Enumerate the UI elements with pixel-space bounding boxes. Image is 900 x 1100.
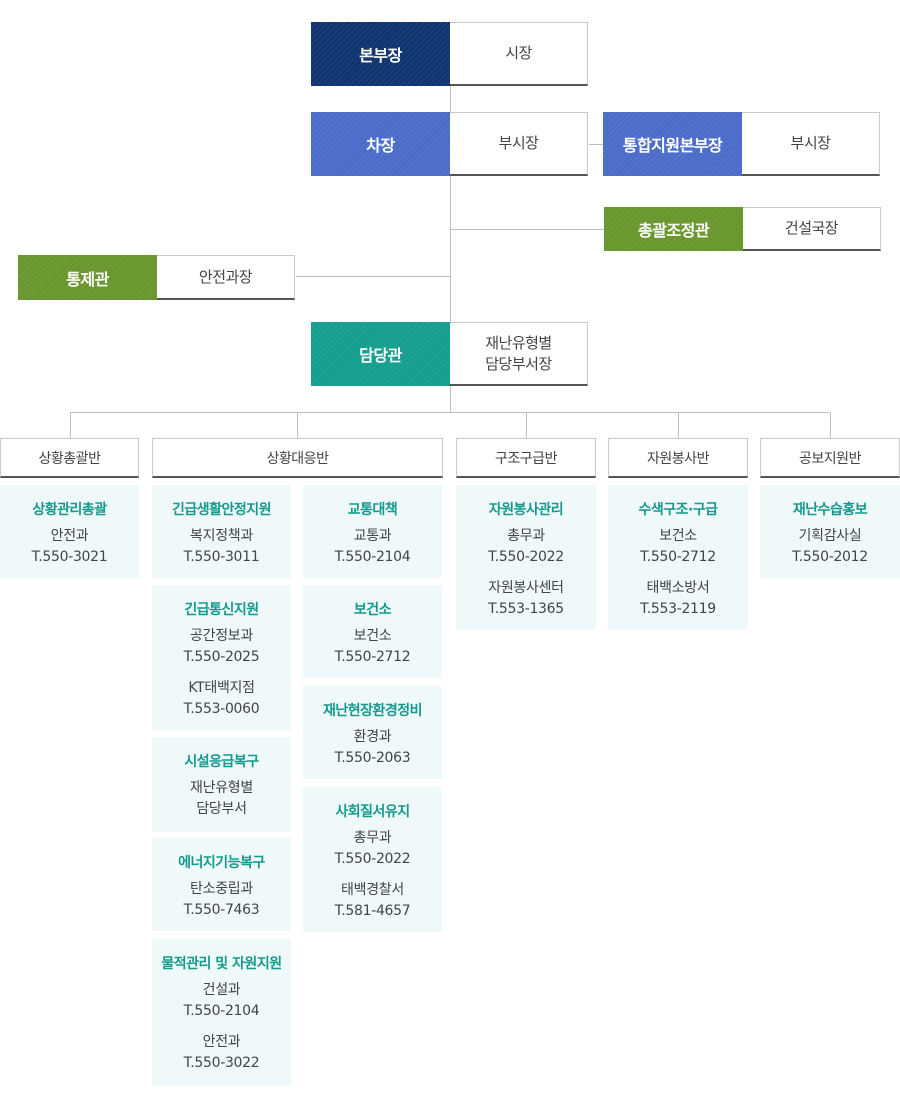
- coordinator-box: 총괄조정관 건설국장: [604, 207, 881, 251]
- team-header: 공보지원반: [760, 438, 900, 478]
- controller-box: 통제관 안전과장: [18, 255, 295, 300]
- officer-holder-line1: 재난유형별: [485, 333, 552, 352]
- task-card: 교통대책 교통과 T.550-2104: [303, 485, 442, 578]
- task-card: 수색구조·구급 보건소 T.550-2712 태백소방서 T.553-2119: [608, 485, 748, 630]
- task-phone: T.550-2022: [488, 549, 564, 565]
- task-dept: 기획감사실: [798, 528, 862, 544]
- task-card: 긴급생활안정지원 복지정책과 T.550-3011: [152, 485, 291, 578]
- task-dept: 건설과: [202, 982, 241, 998]
- chief-box: 본부장 시장: [311, 22, 588, 86]
- task-dept: 재난유형별: [190, 780, 253, 796]
- team-header: 상황총괄반: [0, 438, 139, 478]
- task-phone-2: T.553-2119: [640, 601, 716, 617]
- task-title: 물적관리 및 자원지원: [161, 956, 282, 972]
- task-dept: 보건소: [659, 528, 697, 544]
- task-phone: T.550-2104: [334, 549, 411, 565]
- task-dept: 총무과: [507, 528, 545, 544]
- connector-team-5: [830, 412, 831, 438]
- team-header: 상황대응반: [152, 438, 443, 478]
- task-title: 사회질서유지: [335, 804, 410, 820]
- task-phone: T.550-2022: [334, 851, 411, 867]
- connector-coordinator: [450, 229, 605, 230]
- task-card: 보건소 보건소 T.550-2712: [303, 585, 442, 678]
- officer-holder: 재난유형별 담당부서장: [450, 322, 588, 386]
- task-dept: 탄소중립과: [190, 881, 253, 897]
- vice-box: 차장 부시장: [311, 112, 588, 176]
- task-card: 사회질서유지 총무과 T.550-2022 태백경찰서 T.581-4657: [303, 787, 442, 932]
- integrated-box: 통합지원본부장 부시장: [603, 112, 880, 176]
- task-title: 수색구조·구급: [638, 502, 718, 518]
- task-dept-2: 태백경찰서: [341, 882, 404, 898]
- coordinator-holder: 건설국장: [743, 207, 881, 251]
- task-card: 재난수습홍보 기획감사실 T.550-2012: [760, 485, 900, 578]
- task-title: 재난현장환경정비: [322, 703, 423, 719]
- task-dept-2: 안전과: [202, 1034, 241, 1050]
- task-dept-line2: 담당부서: [196, 801, 247, 817]
- task-card: 시설응급복구 재난유형별 담당부서: [152, 737, 291, 832]
- task-phone-2: T.581-4657: [334, 903, 411, 919]
- task-phone-2: T.553-1365: [488, 601, 564, 617]
- task-dept: 공간정보과: [190, 628, 253, 644]
- connector-vice-integrated: [589, 144, 604, 145]
- chief-role: 본부장: [311, 22, 450, 86]
- task-phone: T.550-3021: [31, 549, 108, 565]
- vice-role: 차장: [311, 112, 450, 176]
- task-phone: T.550-2012: [792, 549, 868, 565]
- task-dept: 환경과: [353, 729, 392, 745]
- task-phone: T.550-2712: [640, 549, 716, 565]
- task-title: 시설응급복구: [184, 754, 259, 770]
- team-header: 자원봉사반: [608, 438, 748, 478]
- connector-team-1: [70, 412, 71, 438]
- task-dept: 보건소: [353, 628, 392, 644]
- vice-holder: 부시장: [450, 112, 588, 176]
- task-title: 보건소: [353, 602, 392, 618]
- task-phone: T.550-7463: [183, 902, 260, 918]
- task-title: 교통대책: [347, 502, 398, 518]
- task-dept-2: 태백소방서: [646, 580, 710, 596]
- connector-team-2: [297, 412, 298, 438]
- task-title: 재난수습홍보: [792, 502, 868, 518]
- controller-holder: 안전과장: [157, 255, 295, 300]
- coordinator-role: 총괄조정관: [604, 207, 743, 251]
- task-card: 자원봉사관리 총무과 T.550-2022 자원봉사센터 T.553-1365: [456, 485, 596, 630]
- connector-controller: [296, 276, 451, 277]
- task-phone: T.550-2712: [334, 649, 411, 665]
- task-phone: T.550-3011: [183, 549, 260, 565]
- task-title: 에너지기능복구: [178, 855, 265, 871]
- task-title: 자원봉사관리: [488, 502, 564, 518]
- task-dept: 복지정책과: [190, 528, 253, 544]
- officer-holder-line2: 담당부서장: [485, 354, 552, 373]
- task-title: 긴급생활안정지원: [171, 502, 272, 518]
- task-dept: 안전과: [50, 528, 89, 544]
- task-card: 긴급통신지원 공간정보과 T.550-2025 KT태백지점 T.553-006…: [152, 585, 291, 730]
- task-phone-2: T.550-3022: [183, 1055, 260, 1071]
- integrated-holder: 부시장: [742, 112, 880, 176]
- task-title: 상황관리총괄: [32, 502, 107, 518]
- connector-teams-horizontal: [70, 412, 831, 413]
- integrated-role: 통합지원본부장: [603, 112, 742, 176]
- connector-main-vertical: [450, 86, 451, 113]
- task-card: 재난현장환경정비 환경과 T.550-2063: [303, 686, 442, 779]
- task-card: 물적관리 및 자원지원 건설과 T.550-2104 안전과 T.550-302…: [152, 939, 291, 1086]
- task-phone: T.550-2104: [183, 1003, 260, 1019]
- controller-role: 통제관: [18, 255, 157, 300]
- task-phone-2: T.553-0060: [183, 701, 260, 717]
- task-dept: 교통과: [353, 528, 392, 544]
- connector-team-4: [678, 412, 679, 438]
- task-phone: T.550-2025: [183, 649, 260, 665]
- task-card: 상황관리총괄 안전과 T.550-3021: [0, 485, 139, 578]
- task-phone: T.550-2063: [334, 750, 411, 766]
- connector-main-vertical-3: [450, 386, 451, 413]
- team-header: 구조구급반: [456, 438, 596, 478]
- task-dept-2: KT태백지점: [188, 680, 255, 696]
- connector-main-vertical-2: [450, 176, 451, 323]
- officer-box: 담당관 재난유형별 담당부서장: [311, 322, 588, 386]
- officer-role: 담당관: [311, 322, 450, 386]
- connector-team-3: [526, 412, 527, 438]
- task-card: 에너지기능복구 탄소중립과 T.550-7463: [152, 838, 291, 931]
- task-title: 긴급통신지원: [184, 602, 259, 618]
- task-dept: 총무과: [353, 830, 392, 846]
- task-dept-2: 자원봉사센터: [488, 580, 564, 596]
- chief-holder: 시장: [450, 22, 588, 86]
